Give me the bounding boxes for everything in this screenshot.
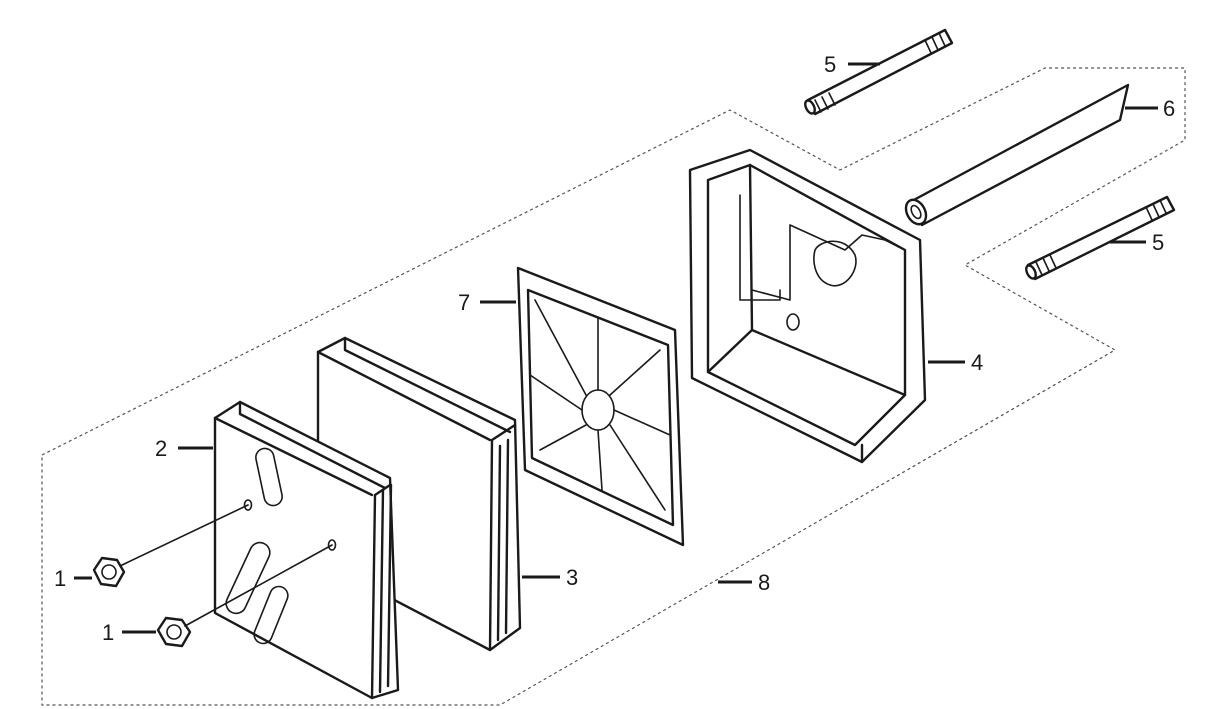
- callout-7: 7: [458, 290, 470, 315]
- hex-nut-upper: [92, 504, 249, 588]
- callout-2: 2: [155, 436, 167, 461]
- filter-support-grid: [516, 266, 685, 547]
- breather-tube: [904, 83, 1130, 227]
- stud-top: [804, 28, 954, 116]
- callout-5-top: 5: [824, 52, 836, 77]
- callout-1-upper: 1: [54, 566, 66, 591]
- callout-1-lower: 1: [102, 620, 114, 645]
- stud-right: [1025, 195, 1176, 281]
- filter-cover: [213, 400, 400, 700]
- callout-3: 3: [566, 565, 578, 590]
- callout-6: 6: [1163, 96, 1175, 121]
- filter-housing: [688, 148, 927, 464]
- callout-5-right: 5: [1152, 230, 1164, 255]
- callout-4: 4: [971, 350, 983, 375]
- hex-nut-lower: [156, 544, 333, 648]
- assembly-boundary: [41, 67, 1186, 706]
- callout-8: 8: [758, 570, 770, 595]
